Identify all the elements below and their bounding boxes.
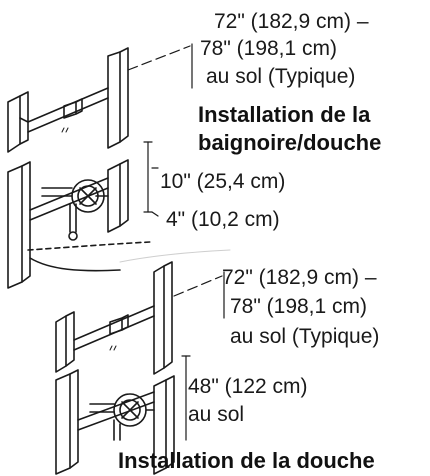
shower-valve-height-line2: au sol	[188, 403, 245, 426]
tub-shower-dimension-lines	[127, 43, 193, 217]
tub-shower-framing	[7, 47, 151, 289]
tub-shower-top-height-line1: 72" (182,9 cm) –	[214, 10, 369, 33]
shower-top-height-line1: 72" (182,9 cm) –	[222, 266, 377, 289]
tub-shower-spout-height: 10" (25,4 cm)	[160, 170, 286, 193]
shower-top-height-line3: au sol (Typique)	[230, 325, 380, 348]
tub-shower-top-height-line2: 78" (198,1 cm)	[200, 37, 338, 60]
shower-dimension-lines	[173, 271, 225, 441]
shower-title: Installation de la douche	[118, 448, 375, 473]
tub-shower-valve-height: 4" (10,2 cm)	[166, 208, 280, 231]
shower-framing	[55, 261, 175, 475]
tub-shower-top-height-line3: au sol (Typique)	[206, 65, 356, 88]
tub-shower-title-line2: baignoire/douche	[198, 130, 382, 155]
tub-shower-title-line1: Installation de la	[198, 102, 371, 127]
shower-top-height-line2: 78" (198,1 cm)	[230, 295, 368, 318]
shower-valve-height-line1: 48" (122 cm)	[188, 375, 308, 398]
